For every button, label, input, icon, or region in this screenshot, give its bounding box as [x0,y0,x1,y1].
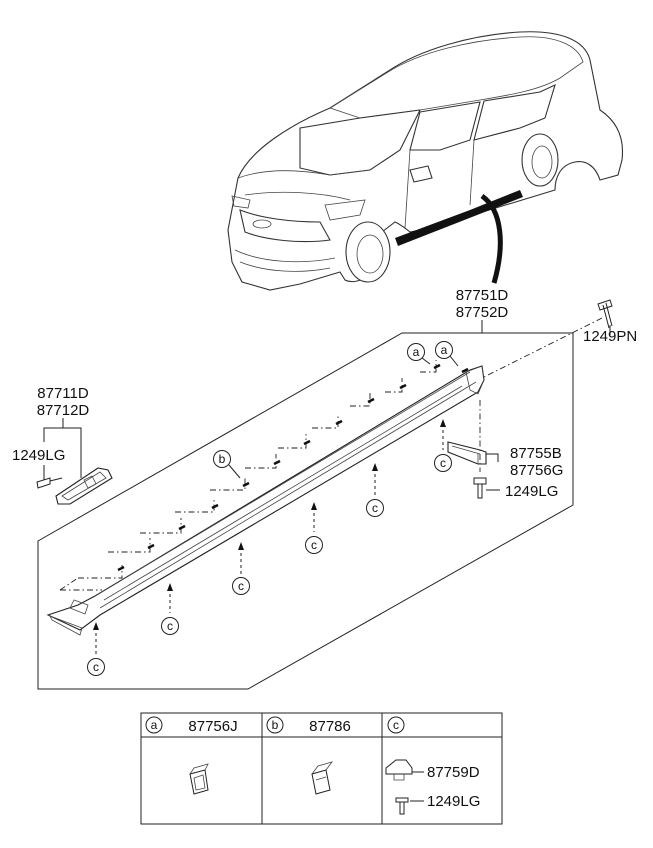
legend-table: a 87756J b 87786 c 87759D 1249LG [140,712,503,825]
svg-text:b: b [219,452,226,466]
clip-87756J-icon [189,763,209,795]
label-1249PN: 1249PN [583,328,637,345]
legend-key-b: b [272,718,279,732]
svg-text:c: c [311,538,317,552]
callout-b: b [213,450,241,479]
screw-1249PN-icon [597,299,613,329]
callout-c-4: c [305,502,323,554]
legend-key-a: a [151,718,158,732]
svg-text:c: c [440,456,446,470]
label-87752D: 87752D [456,304,509,321]
side-sill-moulding [46,365,485,636]
clip-87759D-icon [385,759,413,781]
clip-position-guides [59,360,469,591]
callout-c-3: c [232,542,250,595]
callout-c-2: c [161,583,179,635]
label-87756G: 87756G [510,462,563,479]
front-cover-part [55,467,113,505]
callout-c-5: c [366,463,384,517]
callout-c-1: c [87,622,105,676]
svg-text:c: c [372,501,378,515]
svg-text:c: c [238,579,244,593]
callout-a-2: a [435,341,459,367]
svg-text:c: c [93,660,99,674]
label-1249LG-left: 1249LG [12,447,65,464]
label-87712D: 87712D [37,402,90,419]
screw-1249LG-left-icon [36,465,63,489]
screw-1249LG-right-icon [473,477,487,499]
svg-text:a: a [413,345,420,359]
legend-part-87756J: 87756J [188,718,237,735]
label-1249LG-right: 1249LG [505,483,558,500]
legend-part-87786: 87786 [309,718,351,735]
legend-key-c: c [393,718,399,732]
callout-a-1: a [407,343,431,365]
clip-87786-icon [311,761,334,795]
label-87711D: 87711D [37,385,89,402]
screw-1249LG-legend-icon [395,797,409,815]
label-87751D: 87751D [456,287,509,304]
legend-part-87759D: 87759D [427,764,480,781]
label-87755B: 87755B [510,445,562,462]
svg-text:a: a [441,343,448,357]
car-illustration [227,31,624,291]
callout-c-6: c [434,419,452,472]
legend-part-1249LG: 1249LG [427,793,480,810]
svg-text:c: c [167,619,173,633]
